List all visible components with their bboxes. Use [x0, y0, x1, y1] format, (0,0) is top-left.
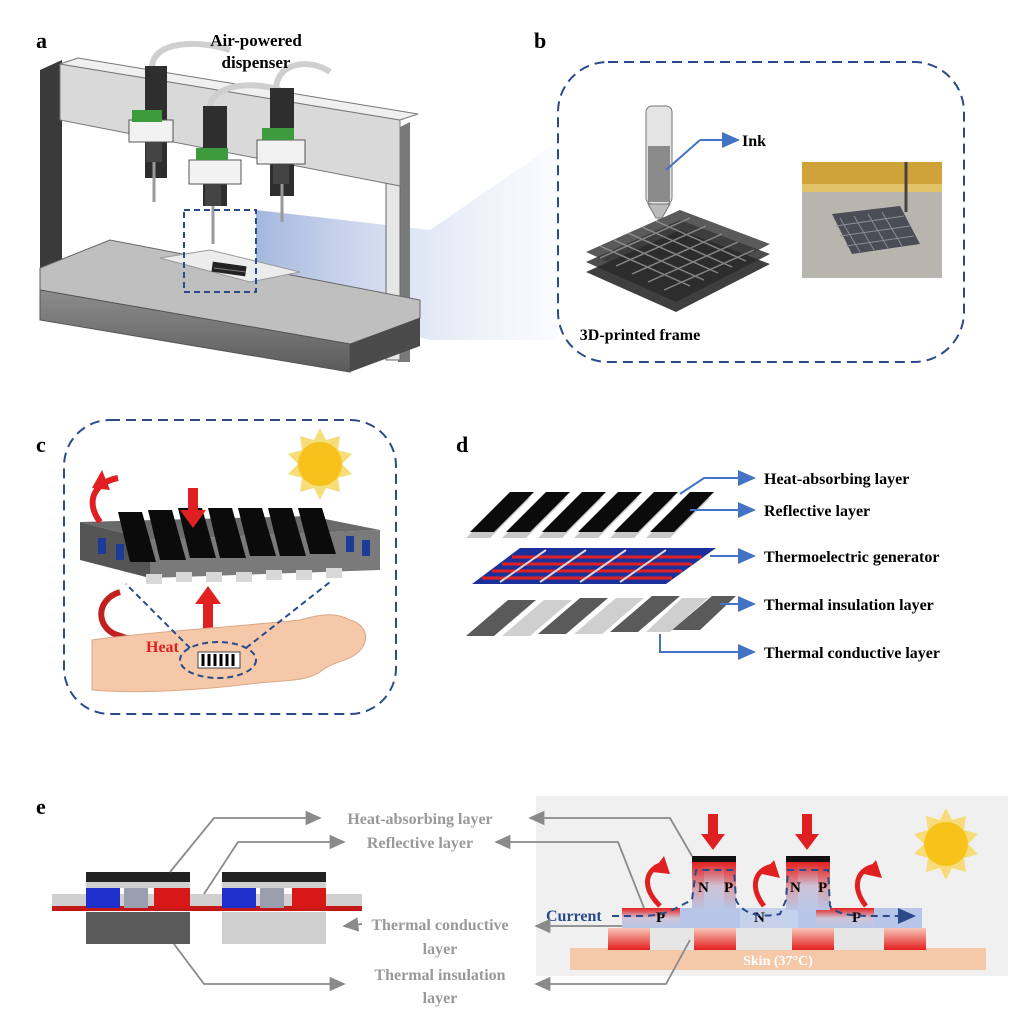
dispenser-right: [256, 61, 332, 222]
skin-bar: [570, 948, 986, 970]
panel-b: b: [534, 28, 965, 363]
leader-lines-d: [659, 470, 756, 660]
n-label-1: N: [698, 880, 709, 896]
e-label-heat-absorbing: Heat-absorbing layer: [347, 811, 492, 828]
frame-label: 3D-printed frame: [580, 327, 700, 344]
syringe: [645, 105, 673, 264]
panel-b-letter: b: [534, 28, 546, 53]
lattice-frame: [586, 210, 770, 312]
te-pillars: [692, 856, 830, 910]
leader-lines-e: [169, 810, 693, 992]
panel-e-letter: e: [36, 794, 46, 819]
p-label-2: P: [818, 880, 827, 896]
panel-a: a: [36, 28, 558, 373]
sun-icon-e: [914, 808, 978, 880]
heat-arrows-e: [645, 814, 882, 908]
panel-c-frame: [63, 419, 397, 715]
dispenser-left: [128, 40, 231, 202]
current-path: [612, 869, 916, 924]
panel-b-frame: [557, 61, 965, 363]
panel-d-letter: d: [456, 432, 468, 457]
heat-label: Heat: [146, 639, 180, 656]
photo-inset: [802, 162, 942, 278]
dispenser-label-line1: Air-powered: [210, 31, 302, 50]
p-label-4: P: [852, 910, 861, 926]
e-label-insulation-1: Thermal insulation: [374, 967, 505, 984]
sun-icon: [288, 428, 352, 500]
dispenser-center: [188, 82, 281, 244]
current-label: Current: [546, 908, 602, 925]
layer-teg: [472, 548, 716, 584]
skin-label: Skin (37°C): [743, 954, 813, 969]
e-label-conductive-2: layer: [423, 941, 458, 958]
d-label-conductive: Thermal conductive layer: [764, 645, 940, 662]
e-label-reflective: Reflective layer: [367, 835, 473, 852]
d-label-reflective: Reflective layer: [764, 503, 870, 520]
dispenser-label-line2: dispenser: [222, 53, 291, 72]
e-label-insulation-2: layer: [423, 990, 458, 1007]
panel-c-letter: c: [36, 432, 46, 457]
gantry-post-left-back: [40, 60, 62, 272]
panel-a-letter: a: [36, 28, 47, 53]
printer-base-side: [350, 318, 420, 372]
layer-conductive: [466, 596, 736, 636]
zoom-box: [183, 209, 257, 293]
d-label-insulation: Thermal insulation layer: [764, 597, 934, 614]
bottom-pads: [608, 928, 926, 950]
arm-illustration: [91, 581, 366, 693]
p-label-1: P: [724, 880, 733, 896]
e-left-crosssection: [52, 872, 362, 944]
n-label-2: N: [790, 880, 801, 896]
n-label-3: N: [754, 910, 765, 926]
ink-label: Ink: [742, 133, 766, 150]
p-label-3: P: [656, 910, 665, 926]
d-label-teg: Thermoelectric generator: [764, 549, 939, 566]
conductor-strip: [622, 908, 922, 928]
d-label-heat-absorbing: Heat-absorbing layer: [764, 471, 909, 488]
device-stack: [80, 508, 380, 584]
e-label-conductive-1: Thermal conductive: [371, 917, 508, 934]
panel-e: e Skin (37°C): [36, 794, 1008, 1007]
layer-heat-absorbing: [466, 492, 714, 538]
panel-c: c: [36, 419, 397, 715]
printed-part-mini: [211, 261, 247, 277]
panel-d: d: [456, 432, 940, 662]
